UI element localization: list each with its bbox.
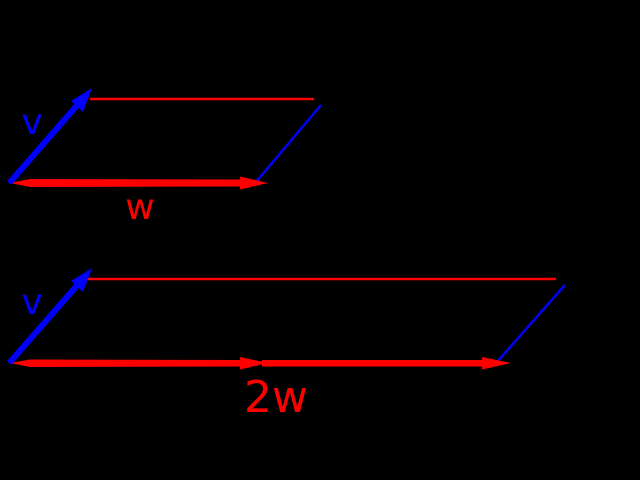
top-v-opposite-side [255,104,322,183]
top-w-label: w [125,187,154,228]
bottom-parallelogram: v 2w [8,268,566,423]
top-w-arrow-shaft [10,179,245,187]
top-v-arrow-head [71,88,92,112]
top-parallelogram: v w [8,88,322,228]
top-v-arrow-shaft [8,99,83,184]
bottom-w-second-head [482,357,511,370]
bottom-2w-vector-arrow [10,357,511,370]
bottom-w-first-head [240,357,268,370]
bottom-v-label: v [21,282,42,323]
bottom-w-second-shaft [262,360,488,367]
bottom-v-vector-arrow [8,268,92,364]
bottom-w-first-shaft [10,359,245,367]
top-v-label: v [21,102,42,143]
top-w-vector-arrow [10,176,268,190]
bottom-v-arrow-shaft [8,279,83,364]
top-w-arrow-head [240,176,268,190]
bottom-v-arrow-head [71,268,92,292]
bottom-v-opposite-side [496,284,566,363]
top-v-vector-arrow [8,88,92,184]
bottom-2w-label: 2w [244,372,308,423]
